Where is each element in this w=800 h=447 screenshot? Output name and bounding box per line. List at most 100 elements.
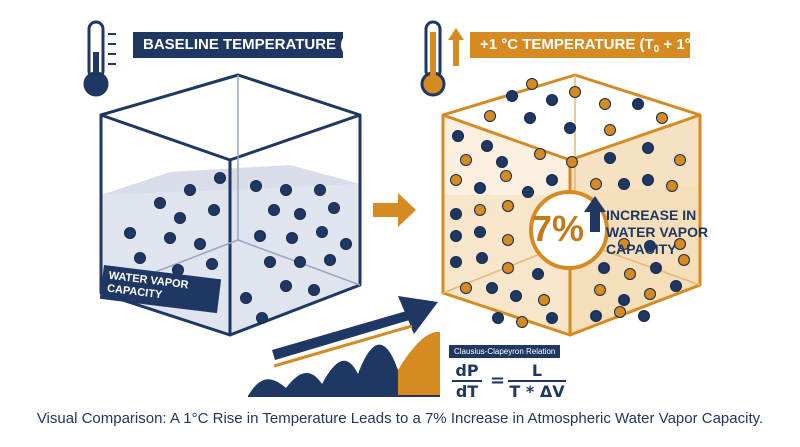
molecule-dot [618, 178, 630, 190]
molecule-dot [670, 280, 682, 292]
molecule-dot [474, 204, 486, 216]
thermometer-cold-icon [83, 20, 116, 97]
molecule-dot [546, 312, 558, 324]
thermometer-hot-icon [420, 20, 446, 97]
right-arrow-icon [373, 193, 416, 227]
molecule-dot [294, 208, 306, 220]
molecule-dot [650, 262, 662, 274]
molecule-dot [644, 288, 656, 300]
molecule-dot [174, 212, 186, 224]
formula-lhs: dP dT [452, 362, 482, 402]
formula-equals: = [490, 370, 506, 391]
molecule-dot [510, 290, 522, 302]
molecule-dot [642, 174, 654, 186]
molecule-dot [124, 227, 136, 239]
molecule-dot [340, 238, 352, 250]
molecule-dot [642, 142, 654, 154]
molecule-dot [316, 226, 328, 238]
molecule-dot [538, 294, 550, 306]
molecule-dot [474, 182, 486, 194]
molecule-dot [240, 292, 252, 304]
baseline-title-end: ) [359, 36, 365, 53]
figure-caption: Visual Comparison: A 1°C Rise in Tempera… [36, 410, 764, 427]
molecule-dot [569, 86, 581, 98]
molecule-dot [214, 172, 226, 184]
molecule-dot [632, 98, 644, 110]
molecule-dot [516, 316, 528, 328]
baseline-title-subscript: 0 [354, 44, 360, 55]
molecule-dot [566, 156, 578, 168]
molecule-dot [590, 310, 602, 322]
molecule-dot [280, 280, 292, 292]
formula-rhs-denominator: T * ΔV [509, 382, 565, 401]
molecule-dot [506, 90, 518, 102]
molecule-dot [674, 238, 686, 250]
molecule-dot [594, 284, 606, 296]
molecule-dot [250, 180, 262, 192]
molecule-dot [294, 256, 306, 268]
molecule-dot [614, 306, 626, 318]
molecule-dot [496, 156, 508, 168]
baseline-title-text: BASELINE TEMPERATURE (T [143, 36, 355, 53]
up-arrow-icon [448, 28, 464, 66]
molecule-dot [492, 312, 504, 324]
molecule-dot [308, 284, 320, 296]
molecule-dot [666, 180, 678, 192]
molecule-dot [328, 202, 340, 214]
molecule-dot [624, 268, 636, 280]
molecule-dot [604, 152, 616, 164]
formula-rhs: L T * ΔV [508, 362, 566, 402]
molecule-dot [546, 94, 558, 106]
molecule-dot [502, 234, 514, 246]
molecule-dot [564, 122, 576, 134]
molecule-dot [134, 252, 146, 264]
molecule-dot [502, 200, 514, 212]
molecule-dot [500, 170, 512, 182]
percent-value: 7% [532, 208, 585, 249]
wave-chart-icon [248, 331, 440, 397]
increase-label: INCREASE IN WATER VAPOR CAPACITY [606, 207, 716, 258]
molecule-dot [450, 256, 462, 268]
formula-lhs-denominator: dT [455, 382, 479, 401]
molecule-dot [604, 124, 616, 136]
molecule-dot [644, 240, 656, 252]
molecule-dot [522, 186, 534, 198]
warm-molecules [450, 78, 690, 328]
molecule-dot [450, 208, 462, 220]
molecule-dot [678, 254, 690, 266]
molecule-dot [256, 312, 268, 324]
molecule-dot [599, 98, 611, 110]
molecule-dot [656, 112, 668, 124]
warm-title-end: + 1°C) [659, 36, 707, 53]
molecule-dot [674, 154, 686, 166]
formula-badge: Clausius-Clapeyron Relation [449, 345, 561, 358]
warm-title: +1 °C TEMPERATURE (T0 + 1°C) [470, 32, 706, 58]
molecule-dot [524, 112, 536, 124]
molecule-dot [460, 154, 472, 166]
molecule-dot [268, 204, 280, 216]
molecule-dot [474, 226, 486, 238]
molecule-dot [254, 230, 266, 242]
baseline-title: BASELINE TEMPERATURE (T0) [133, 32, 365, 58]
molecule-dot [598, 262, 610, 274]
molecule-dot [280, 184, 292, 196]
molecule-dot [184, 184, 196, 196]
percent-badge [529, 190, 609, 270]
molecule-dot [638, 310, 650, 322]
molecule-dot [476, 252, 488, 264]
molecule-dot [154, 197, 166, 209]
molecule-dot [450, 230, 462, 242]
molecule-dot [532, 268, 544, 280]
molecule-dot [484, 110, 496, 122]
molecule-dot [618, 238, 630, 250]
molecule-dot [486, 282, 498, 294]
molecule-dot [460, 282, 472, 294]
molecule-dot [286, 232, 298, 244]
molecule-dot [450, 174, 462, 186]
molecule-dot [206, 258, 218, 270]
trend-arrow-icon [272, 296, 438, 368]
molecule-dot [208, 204, 220, 216]
molecule-dot [534, 148, 546, 160]
increase-line2: WATER VAPOR [606, 224, 709, 240]
